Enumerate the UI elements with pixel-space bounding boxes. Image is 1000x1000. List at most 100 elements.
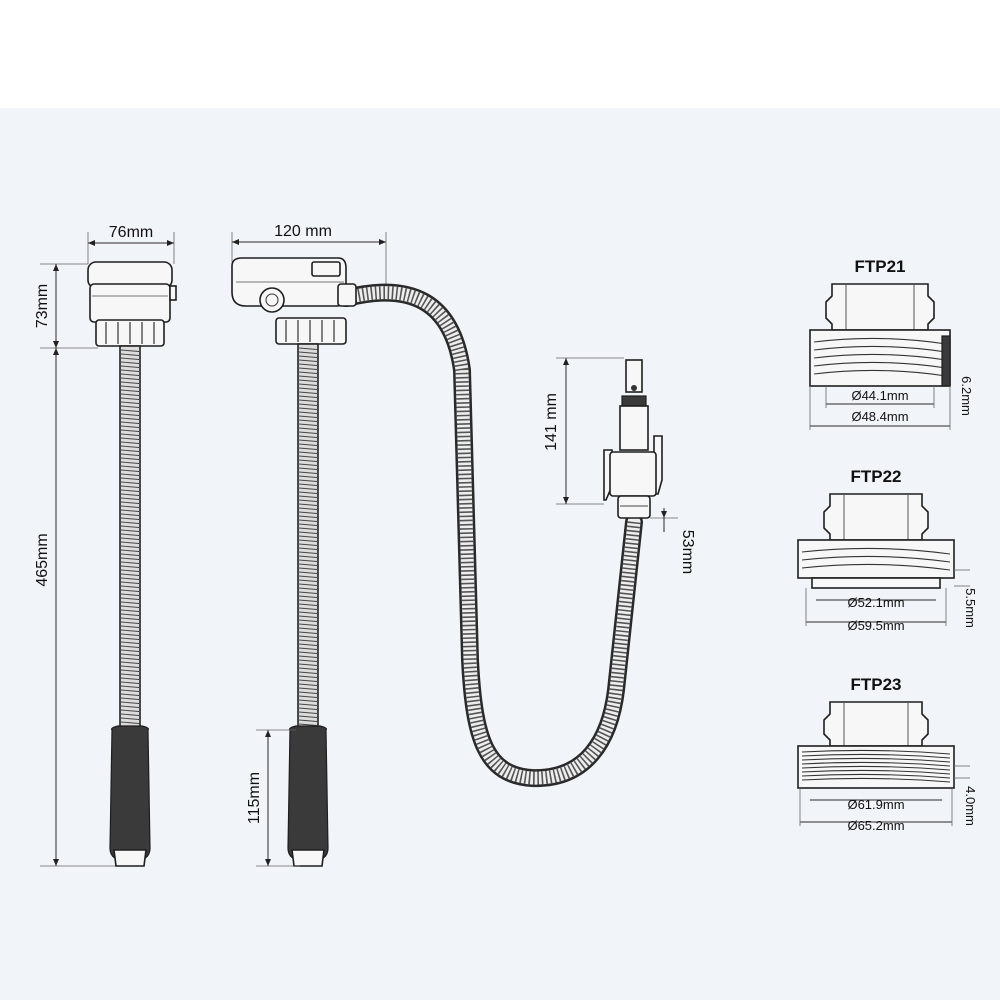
label-inner-diameter: Ø52.1mm xyxy=(847,595,904,610)
tube-rib xyxy=(120,385,140,388)
tube-rib xyxy=(298,455,318,458)
pivot-inner xyxy=(265,293,279,307)
tube-rib xyxy=(298,671,318,674)
adapter-title: FTP23 xyxy=(850,675,901,694)
pump-front-view: 76mm 73mm 465mm xyxy=(34,224,177,867)
label-nozzle-tip: 53mm xyxy=(679,530,696,574)
filter-tip xyxy=(113,849,147,867)
tube-rib xyxy=(298,627,318,630)
tube-rib xyxy=(298,663,318,666)
tube-rib xyxy=(298,691,318,694)
tube-rib xyxy=(120,633,140,636)
label-inner-diameter: Ø44.1mm xyxy=(851,388,908,403)
adapter-ftp23: FTP23 Ø61.9mm Ø65.2mm 4.0mm xyxy=(797,675,978,833)
tube-rib xyxy=(120,589,140,592)
tube-rib xyxy=(120,533,140,536)
tube-rib xyxy=(298,347,318,350)
tube-rib xyxy=(298,519,318,522)
tube-rib xyxy=(120,513,140,516)
nozzle-ring xyxy=(621,395,647,407)
adapter-threads xyxy=(813,337,947,377)
tube-rib xyxy=(298,575,318,578)
tube-rib xyxy=(120,713,140,716)
tube-rib xyxy=(298,687,318,690)
filter-tip xyxy=(291,849,325,867)
tube-rib xyxy=(120,493,140,496)
tube-rib xyxy=(298,451,318,454)
hose-ribs xyxy=(344,286,641,785)
tube-rib xyxy=(298,647,318,650)
tube-rib xyxy=(298,487,318,490)
label-handle-length: 115mm xyxy=(246,772,263,824)
filter-grip xyxy=(287,725,329,861)
tube-rib xyxy=(120,721,140,724)
tube-rib xyxy=(120,517,140,520)
tube-rib xyxy=(298,523,318,526)
tube-rib xyxy=(120,605,140,608)
collar-ribs xyxy=(285,320,335,342)
tube-rib xyxy=(120,653,140,656)
tube-rib xyxy=(298,583,318,586)
tube-rib xyxy=(298,667,318,670)
adapter-neck xyxy=(825,283,935,331)
tube-rib xyxy=(298,399,318,402)
tube-rib xyxy=(120,717,140,720)
dim-arrow xyxy=(53,348,59,355)
label-outer-diameter: Ø48.4mm xyxy=(851,409,908,424)
tube-rib xyxy=(298,703,318,706)
tube-rib xyxy=(298,387,318,390)
tube-rib xyxy=(120,693,140,696)
tube-rib xyxy=(298,579,318,582)
tube-rib xyxy=(298,423,318,426)
adapter-column: FTP21 Ø44.1mm Ø48.4mm 6.2mm FTP22 xyxy=(797,257,978,833)
label-outer-diameter: Ø65.2mm xyxy=(847,818,904,833)
tube-rib xyxy=(120,353,140,356)
tube-rib xyxy=(120,545,140,548)
tube-rib xyxy=(298,723,318,726)
label-nozzle-length: 141 mm xyxy=(543,393,560,451)
adapter-neck xyxy=(823,493,929,541)
tube-rib xyxy=(298,471,318,474)
label-tube-length: 465mm xyxy=(34,533,51,586)
tube-rib xyxy=(120,525,140,528)
tube-rib xyxy=(120,445,140,448)
tube-rib xyxy=(298,547,318,550)
tube-rib xyxy=(120,505,140,508)
tube-rib xyxy=(298,631,318,634)
tube-rib xyxy=(120,397,140,400)
tube-rib xyxy=(298,555,318,558)
tube-rib xyxy=(120,701,140,704)
adapter-ftp22: FTP22 Ø52.1mm Ø59.5mm 5.5mm xyxy=(797,467,978,633)
tube-rib xyxy=(120,617,140,620)
tube-rib xyxy=(298,507,318,510)
adapter-threaded-body xyxy=(797,539,955,579)
tube-rib xyxy=(298,559,318,562)
tube-rib xyxy=(120,577,140,580)
tube-rib xyxy=(298,431,318,434)
tube-rib xyxy=(120,677,140,680)
tube-rib xyxy=(120,641,140,644)
filter-grip xyxy=(109,725,151,861)
tube-rib xyxy=(120,417,140,420)
adapter-threads xyxy=(801,547,951,571)
tube-rib xyxy=(120,501,140,504)
tube-rib xyxy=(120,453,140,456)
tube-rib xyxy=(120,637,140,640)
tube-rib xyxy=(298,643,318,646)
label-thread-pitch: 6.2mm xyxy=(959,376,974,416)
tube-rib xyxy=(298,495,318,498)
tube-rib xyxy=(120,621,140,624)
dim-arrow xyxy=(661,511,667,518)
tube-rib xyxy=(120,625,140,628)
tube-rib xyxy=(120,457,140,460)
tube-rib xyxy=(120,477,140,480)
dim-arrow xyxy=(88,240,95,246)
tube-rib xyxy=(298,639,318,642)
tube-rib xyxy=(298,467,318,470)
tube-rib xyxy=(298,651,318,654)
pump-button xyxy=(311,261,341,277)
tube-rib xyxy=(120,393,140,396)
tube-rib xyxy=(298,635,318,638)
tube-rib xyxy=(298,615,318,618)
tube-rib xyxy=(298,699,318,702)
